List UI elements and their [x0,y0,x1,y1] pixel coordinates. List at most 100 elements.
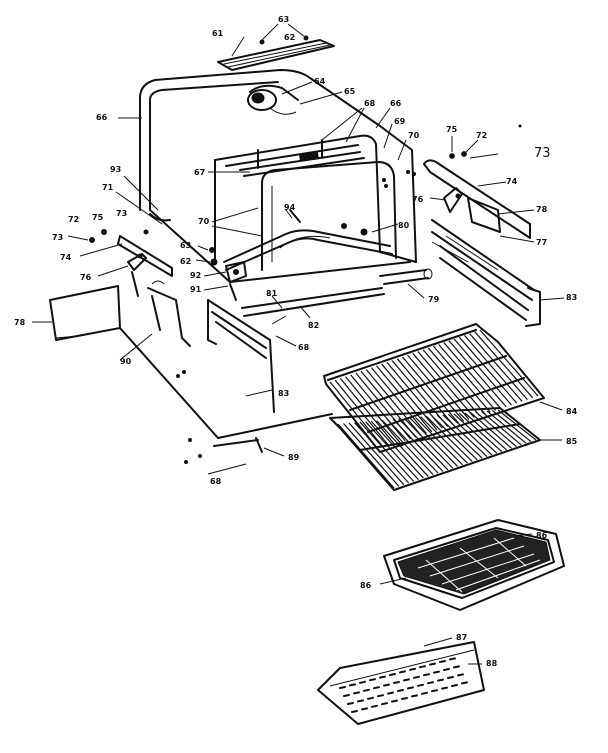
insert-slot [413,675,420,679]
leader-73-left [67,235,89,241]
broiler-pan-86 [383,519,565,611]
insert-slot [339,686,346,689]
label-83: 83 [566,293,577,302]
insert-slot [369,678,376,682]
insert-slot [411,694,418,698]
rack-wire [425,415,473,462]
top-vent-trim [217,39,335,71]
insert-slot [343,694,350,697]
rack-wire [412,352,470,420]
insert-slot [429,662,436,666]
rack-wire [365,421,419,481]
label-87: 87 [456,633,467,642]
label-83b: 83 [278,389,289,398]
leader-71 [115,191,163,225]
left-fasteners-91-92 [209,247,247,301]
label-75: 75 [446,125,458,134]
rack-crossbar [359,423,521,451]
rack-wire [339,378,396,445]
leader-89 [263,447,285,457]
insert-slot [457,673,464,677]
leader-78a [497,209,535,215]
insert-slot [381,702,388,706]
label-79: 79 [428,295,440,304]
insert-slot [441,686,448,690]
rack-wire [370,420,424,479]
insert-slot [433,670,440,674]
insert-slot [447,676,454,679]
label-86a: 86 [536,531,548,540]
rack-wire [350,374,406,442]
rack-wire [417,351,475,418]
label-72b: 72 [68,215,79,224]
rack-wire [337,423,395,489]
insert-slot [451,684,458,687]
insert-slot [407,686,414,690]
label-92: 92 [190,271,201,280]
insert-slot [373,686,380,690]
insert-slot [453,665,460,669]
rack-wire [359,421,415,482]
right-screws-72-75 [449,151,467,159]
rack-wire [481,410,522,446]
leader-79 [407,283,425,299]
leader-80 [371,223,399,233]
leader-86b [379,577,407,585]
rack-wire [392,418,444,472]
leader-64 [281,81,313,95]
insert-slot [419,665,426,669]
insert-slot [371,704,378,708]
rack-wire [458,336,518,404]
rack-wire [475,411,517,448]
rack-wire [431,415,478,461]
label-65: 65 [344,87,356,96]
leader-68b [275,335,297,347]
rack-wire [414,416,463,466]
label-86b: 86 [360,581,372,590]
label-69: 69 [394,117,406,126]
insert-slot [437,678,444,682]
rack-wire [403,417,454,469]
label-70b: 70 [198,217,210,226]
insert-slot [351,710,358,713]
rack-wire [453,413,498,454]
rack-wire [376,365,433,433]
rack-wire [442,414,488,457]
leader-83b [245,389,273,397]
insert-slot [423,673,430,677]
left-cover-panel-78 [49,285,121,341]
label-74: 74 [506,177,518,186]
rack-wire [422,349,481,417]
oven-bottom-89 [119,327,333,453]
label-78: 78 [536,205,548,214]
insert-slot [363,688,370,692]
rack-wire [329,381,385,449]
leader-61 [231,36,245,57]
leader-68a2 [345,107,365,143]
rack-wire [365,369,422,436]
label-78b: 78 [14,318,26,327]
insert-slot [393,681,400,684]
rack-wire [443,342,502,409]
rack-wire [376,420,429,477]
rack-wire [398,418,449,471]
rack-wire [387,419,439,474]
oven-rack-85 [329,407,541,491]
leader-77 [499,235,535,243]
insert-slot [461,681,468,685]
insert-slot [397,689,404,692]
label-82: 82 [308,321,319,330]
rack-wire [381,419,434,476]
leader-70b2 [211,225,263,237]
leader-72a [465,139,479,153]
leader-86a [513,533,533,537]
label-68c: 68 [210,477,222,486]
rack-wire [474,331,534,399]
rack-wire [420,416,468,464]
bracket-94 [289,209,301,223]
label-72: 72 [476,131,487,140]
label-91: 91 [190,285,202,294]
element-tube-79 [379,268,433,285]
oven-rack-84 [323,323,545,453]
insert-slot [449,657,456,661]
